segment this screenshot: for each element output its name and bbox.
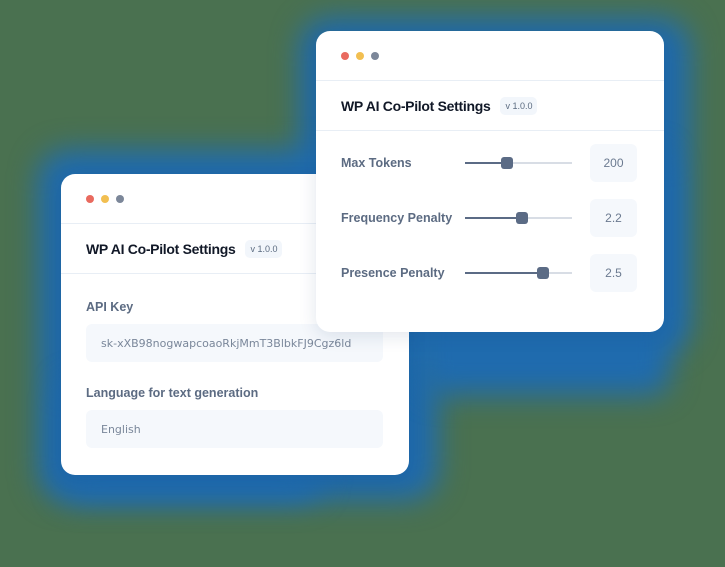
- page-title: WP AI Co-Pilot Settings: [86, 240, 236, 257]
- presence-penalty-value[interactable]: 2.5: [590, 254, 637, 292]
- version-badge: v 1.0.0: [245, 239, 283, 258]
- maximize-dot-icon[interactable]: [371, 52, 379, 60]
- close-dot-icon[interactable]: [341, 52, 349, 60]
- version-badge: v 1.0.0: [500, 96, 538, 115]
- max-tokens-slider[interactable]: [465, 157, 572, 169]
- frequency-penalty-value[interactable]: 2.2: [590, 199, 637, 237]
- slider-fill: [465, 162, 507, 164]
- slider-thumb[interactable]: [515, 212, 528, 224]
- presence-penalty-label: Presence Penalty: [341, 266, 445, 280]
- slider-track: [465, 162, 572, 164]
- slider-thumb[interactable]: [500, 157, 513, 169]
- max-tokens-row: Max Tokens 200: [341, 144, 639, 182]
- settings-window-general: WP AI Co-Pilot Settings v 1.0.0 API Key …: [61, 174, 409, 475]
- slider-fill: [465, 217, 522, 219]
- api-key-label: API Key: [86, 300, 134, 314]
- window-controls: [341, 52, 379, 60]
- frequency-penalty-slider[interactable]: [465, 212, 572, 224]
- close-dot-icon[interactable]: [86, 195, 94, 203]
- language-input[interactable]: [86, 410, 383, 448]
- settings-window-model: WP AI Co-Pilot Settings v 1.0.0 Max Toke…: [316, 31, 664, 332]
- max-tokens-label: Max Tokens: [341, 156, 412, 170]
- window-titlebar: [316, 31, 664, 81]
- slider-fill: [465, 272, 544, 274]
- frequency-penalty-label: Frequency Penalty: [341, 211, 453, 225]
- slider-thumb[interactable]: [537, 267, 550, 279]
- frequency-penalty-row: Frequency Penalty 2.2: [341, 199, 639, 237]
- minimize-dot-icon[interactable]: [101, 195, 109, 203]
- window-controls: [86, 195, 124, 203]
- presence-penalty-slider[interactable]: [465, 267, 572, 279]
- maximize-dot-icon[interactable]: [116, 195, 124, 203]
- window-titlebar: [61, 174, 409, 224]
- window-header: WP AI Co-Pilot Settings v 1.0.0: [61, 224, 409, 274]
- max-tokens-value[interactable]: 200: [590, 144, 637, 182]
- language-label: Language for text generation: [86, 386, 259, 400]
- minimize-dot-icon[interactable]: [356, 52, 364, 60]
- presence-penalty-row: Presence Penalty 2.5: [341, 254, 639, 292]
- page-title: WP AI Co-Pilot Settings: [341, 97, 491, 114]
- window-header: WP AI Co-Pilot Settings v 1.0.0: [316, 81, 664, 131]
